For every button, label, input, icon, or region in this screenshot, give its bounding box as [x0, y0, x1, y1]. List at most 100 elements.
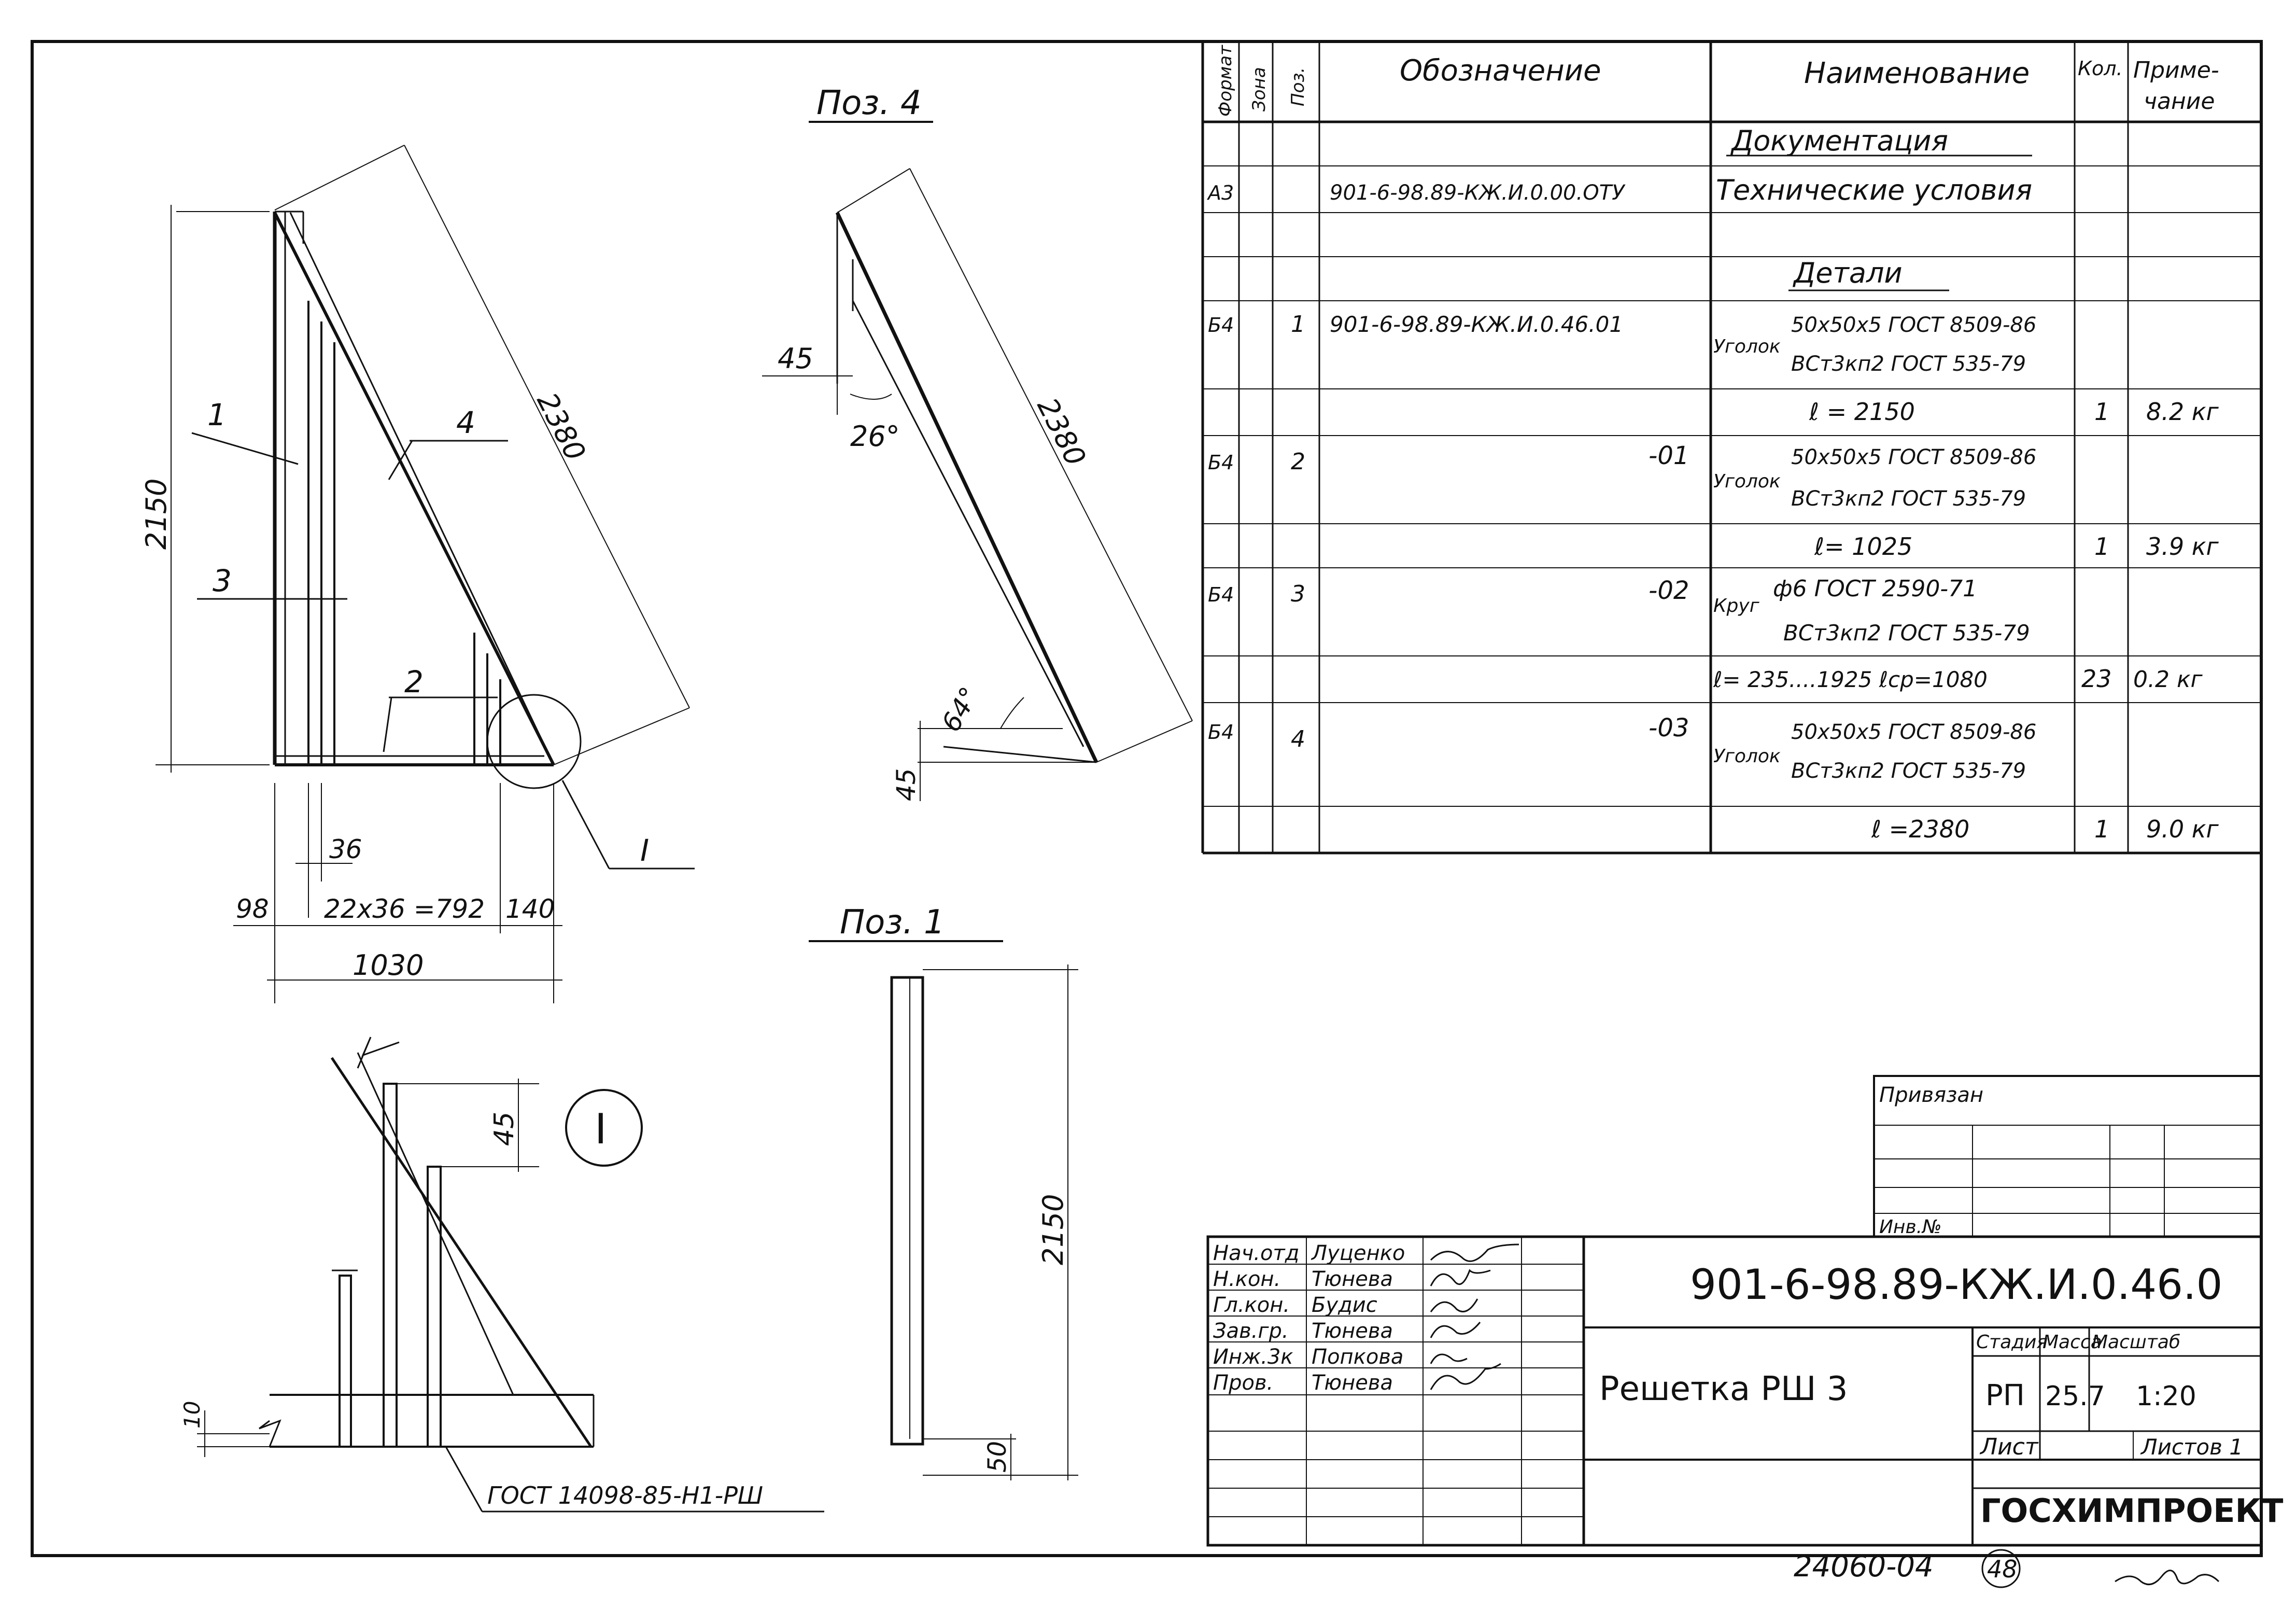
tb-code: 901-6-98.89-КЖ.И.0.46.0 — [1690, 1261, 2222, 1309]
label-detail-ref: I — [640, 833, 649, 868]
tb-role-0: Нач.отд — [1213, 1241, 1299, 1265]
tb-mass-label: Масса — [2043, 1332, 2102, 1353]
row1-qty: 1 — [2094, 398, 2109, 426]
hdr-name: Наименование — [1804, 57, 2030, 90]
row4-name-a: 50х50х5 ГОСТ 8509-86 — [1791, 720, 2036, 744]
hdr-pos: Поз. — [1288, 67, 1308, 106]
poz4-dim-2380: 2380 — [1031, 393, 1092, 471]
spec-table-grid — [1201, 41, 2261, 855]
label-pos3: 3 — [213, 563, 232, 598]
hdr-format: Формат — [1215, 45, 1236, 117]
sheet-frame — [31, 40, 2263, 1557]
row4-designation: -03 — [1649, 713, 1689, 743]
row-tu-designation: 901-6-98.89-КЖ.И.0.00.ОТУ — [1330, 181, 1626, 205]
row1-note: 8.2 кг — [2146, 398, 2219, 426]
dim-2150-main: 2150 — [140, 479, 173, 550]
row-tu-format: А3 — [1206, 181, 1234, 204]
row4-note: 9.0 кг — [2146, 815, 2219, 843]
row2-name: Уголок — [1713, 471, 1781, 492]
tb-mass: 25.7 — [2045, 1381, 2105, 1412]
row3-length: ℓ= 235....1925 ℓср=1080 — [1713, 667, 1988, 692]
tb-stage-label: Стадия — [1976, 1332, 2048, 1353]
tb-sheets-label: Листов 1 — [2140, 1434, 2243, 1460]
tb-scale-label: Масштаб — [2092, 1332, 2180, 1353]
tb-role-3: Зав.гр. — [1213, 1319, 1289, 1343]
row3-name-a: ф6 ГОСТ 2590-71 — [1773, 576, 1977, 602]
label-pos4: 4 — [456, 405, 475, 440]
tb-scale: 1:20 — [2136, 1381, 2196, 1412]
tb-stage: РП — [1985, 1379, 2025, 1412]
tb-role-1: Н.кон. — [1213, 1267, 1280, 1291]
row-doc-section: Документация — [1730, 124, 1948, 157]
tb-role-4: Инж.3к — [1213, 1345, 1293, 1369]
detail-dim-45: 45 — [489, 1112, 520, 1146]
row2-name-a: 50х50х5 ГОСТ 8509-86 — [1791, 445, 2036, 469]
detail-mark: I — [595, 1105, 607, 1153]
dim-2380-main: 2380 — [530, 387, 592, 466]
row2-note: 3.9 кг — [2146, 533, 2219, 561]
row-tu-name: Технические условия — [1716, 174, 2032, 206]
row1-name-b: ВСт3кп2 ГОСТ 535-79 — [1791, 352, 2026, 376]
row3-format: Б4 — [1208, 583, 1234, 606]
row1-pos: 1 — [1291, 311, 1305, 338]
detail-view — [197, 1037, 824, 1513]
row2-name-b: ВСт3кп2 ГОСТ 535-79 — [1791, 487, 2026, 511]
hdr-note-1: Приме- — [2133, 57, 2219, 83]
row2-designation: -01 — [1649, 441, 1689, 470]
row1-length: ℓ = 2150 — [1809, 398, 1915, 426]
tb-name-3: Тюнева — [1312, 1319, 1393, 1343]
footer-page-circle — [1981, 1549, 2021, 1588]
inv-label: Инв.№ — [1879, 1216, 1942, 1238]
row2-length: ℓ= 1025 — [1814, 533, 1912, 561]
tb-org: ГОСХИМПРОЕКТ — [1980, 1492, 2283, 1530]
poz4-dim-45b: 45 — [891, 768, 921, 801]
row3-note: 0.2 кг — [2133, 666, 2203, 693]
row3-qty: 23 — [2081, 665, 2112, 693]
poz1-view — [809, 940, 1078, 1480]
binding-label: Привязан — [1879, 1083, 1983, 1107]
dim-792: 22x36 =792 — [324, 894, 485, 924]
row3-pos: 3 — [1291, 581, 1305, 607]
detail-weld-note: ГОСТ 14098-85-Н1-РШ — [487, 1481, 763, 1509]
tb-role-2: Гл.кон. — [1213, 1293, 1290, 1317]
row1-format: Б4 — [1208, 314, 1234, 337]
row4-name-b: ВСт3кп2 ГОСТ 535-79 — [1791, 759, 2026, 783]
tb-name-4: Попкова — [1312, 1345, 1403, 1369]
row2-qty: 1 — [2094, 533, 2109, 561]
poz1-dim-50: 50 — [983, 1441, 1012, 1473]
binding-block-grid — [1873, 1075, 2262, 1238]
tb-name-0: Луценко — [1311, 1241, 1405, 1265]
footer-page-number: 48 — [1987, 1555, 2018, 1583]
dim-98: 98 — [236, 894, 269, 924]
row4-length: ℓ =2380 — [1871, 815, 1969, 843]
label-pos1: 1 — [207, 397, 227, 432]
row1-name-a: 50х50х5 ГОСТ 8509-86 — [1791, 313, 2036, 337]
tb-sheet-label: Лист — [1979, 1434, 2039, 1460]
poz1-title: Поз. 1 — [840, 903, 945, 942]
row-parts-section: Детали — [1793, 257, 1903, 289]
tb-item-name: Решетка РШ 3 — [1599, 1370, 1848, 1408]
row1-designation: 901-6-98.89-КЖ.И.0.46.01 — [1330, 312, 1623, 337]
hdr-designation: Обозначение — [1400, 54, 1601, 88]
poz4-title: Поз. 4 — [816, 84, 922, 122]
row1-name: Уголок — [1713, 336, 1781, 357]
tb-name-5: Тюнева — [1312, 1371, 1393, 1395]
row4-qty: 1 — [2094, 815, 2109, 843]
row2-pos: 2 — [1291, 449, 1305, 475]
hdr-zone: Зона — [1249, 67, 1270, 111]
detail-circle — [486, 694, 582, 789]
row4-format: Б4 — [1208, 721, 1234, 744]
poz4-angle-26: 26° — [850, 420, 900, 453]
dim-140: 140 — [505, 894, 555, 924]
dim-1030: 1030 — [353, 949, 424, 982]
signatures — [1430, 1243, 1519, 1390]
tb-name-2: Будис — [1312, 1293, 1377, 1317]
poz4-view — [762, 121, 1193, 801]
label-pos2: 2 — [404, 664, 424, 699]
row3-name-b: ВСт3кп2 ГОСТ 535-79 — [1783, 620, 2030, 646]
tb-name-1: Тюнева — [1312, 1267, 1393, 1291]
poz4-dim-45a: 45 — [778, 342, 813, 375]
detail-dim-10: 10 — [179, 1401, 205, 1429]
main-view — [156, 145, 695, 1003]
